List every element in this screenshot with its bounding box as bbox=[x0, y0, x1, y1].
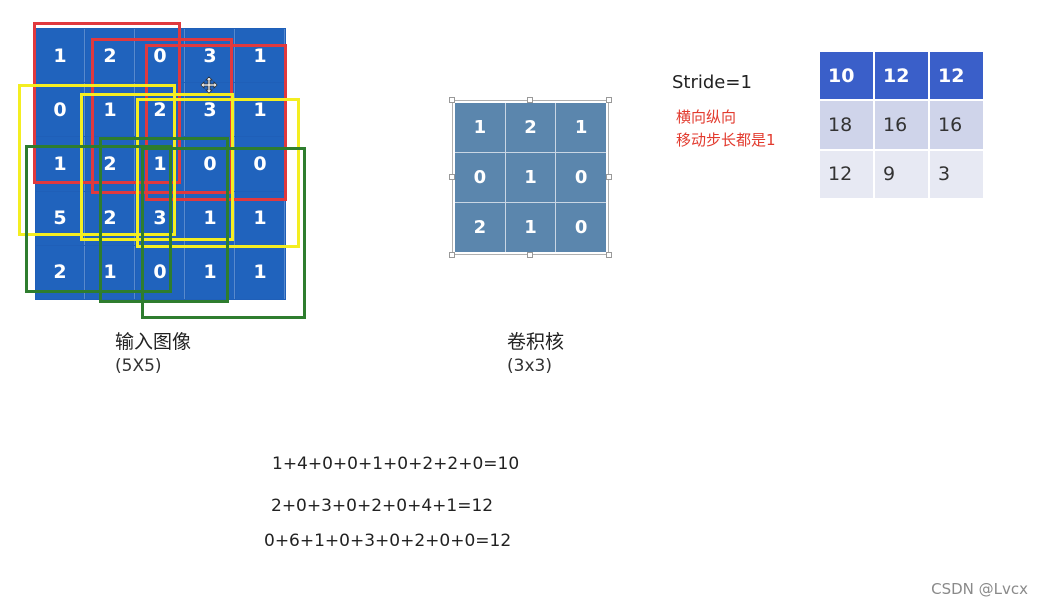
input-cell: 3 bbox=[186, 29, 235, 83]
equation: 1+4+0+0+1+0+2+2+0=10 bbox=[272, 454, 520, 474]
output-cell: 12 bbox=[875, 52, 928, 100]
input-cell: 2 bbox=[136, 83, 185, 137]
kernel-cell: 2 bbox=[505, 103, 556, 152]
kernel-cell: 1 bbox=[505, 153, 556, 202]
input-cell: 1 bbox=[236, 29, 285, 83]
output-cell: 3 bbox=[930, 150, 983, 198]
input-cell: 0 bbox=[186, 137, 235, 191]
watermark: CSDN @Lvcx bbox=[931, 580, 1028, 598]
output-cell: 12 bbox=[930, 52, 983, 100]
kernel-caption: 卷积核 (3x3) bbox=[507, 330, 564, 378]
selection-handle bbox=[606, 174, 612, 180]
input-cell: 1 bbox=[86, 245, 135, 299]
input-cell: 0 bbox=[236, 137, 285, 191]
input-cell: 1 bbox=[236, 83, 285, 137]
input-cell: 1 bbox=[86, 83, 135, 137]
input-cell: 1 bbox=[136, 137, 185, 191]
input-cell: 1 bbox=[236, 245, 285, 299]
output-cell: 10 bbox=[820, 52, 873, 100]
kernel-cell: 2 bbox=[455, 203, 505, 252]
input-cell: 0 bbox=[36, 83, 85, 137]
stride-label: Stride=1 bbox=[672, 72, 752, 93]
input-cell: 1 bbox=[36, 137, 85, 191]
output-cell: 9 bbox=[875, 150, 928, 198]
kernel-cell: 1 bbox=[556, 103, 606, 152]
kernel-selection-frame bbox=[449, 97, 612, 258]
stride-note: 横向纵向 移动步长都是1 bbox=[676, 106, 776, 152]
output-cell: 16 bbox=[875, 101, 928, 149]
selection-handle bbox=[606, 252, 612, 258]
input-cell: 1 bbox=[36, 29, 85, 83]
kernel-cell: 1 bbox=[505, 203, 556, 252]
selection-handle bbox=[449, 174, 455, 180]
output-matrix: 10 12 12 18 16 16 12 9 3 bbox=[820, 52, 983, 198]
input-size: (5X5) bbox=[115, 356, 162, 376]
input-label: 输入图像 bbox=[115, 331, 192, 353]
kernel-cell: 0 bbox=[455, 153, 505, 202]
selection-handle bbox=[606, 97, 612, 103]
selection-handle bbox=[449, 252, 455, 258]
move-cursor-icon bbox=[200, 76, 218, 94]
input-cell: 1 bbox=[186, 245, 235, 299]
selection-handle bbox=[527, 252, 533, 258]
input-cell: 2 bbox=[86, 191, 135, 245]
input-cell: 1 bbox=[186, 191, 235, 245]
input-cell: 0 bbox=[136, 245, 185, 299]
output-cell: 16 bbox=[930, 101, 983, 149]
equation: 2+0+3+0+2+0+4+1=12 bbox=[271, 496, 494, 516]
kernel-cell: 0 bbox=[556, 153, 606, 202]
selection-handle bbox=[449, 97, 455, 103]
input-cell: 1 bbox=[236, 191, 285, 245]
kernel-matrix: 1 2 1 0 1 0 2 1 0 bbox=[455, 103, 606, 252]
selection-handle bbox=[527, 97, 533, 103]
kernel-size: (3x3) bbox=[507, 356, 552, 376]
input-matrix: 1 2 0 3 1 0 1 2 3 1 1 2 1 0 0 5 2 3 1 1 … bbox=[35, 28, 286, 300]
input-cell: 3 bbox=[136, 191, 185, 245]
kernel-label: 卷积核 bbox=[507, 331, 565, 353]
kernel-cell: 0 bbox=[556, 203, 606, 252]
input-cell: 0 bbox=[136, 29, 185, 83]
input-cell: 2 bbox=[36, 245, 85, 299]
input-caption: 输入图像 (5X5) bbox=[115, 330, 191, 378]
output-cell: 18 bbox=[820, 101, 873, 149]
output-cell: 12 bbox=[820, 150, 873, 198]
input-cell: 2 bbox=[86, 137, 135, 191]
input-cell: 5 bbox=[36, 191, 85, 245]
kernel-cell: 1 bbox=[455, 103, 505, 152]
stride-note-line: 横向纵向 bbox=[676, 108, 737, 126]
input-cell: 2 bbox=[86, 29, 135, 83]
equation: 0+6+1+0+3+0+2+0+0=12 bbox=[264, 531, 512, 551]
stride-note-line: 移动步长都是1 bbox=[676, 131, 776, 149]
